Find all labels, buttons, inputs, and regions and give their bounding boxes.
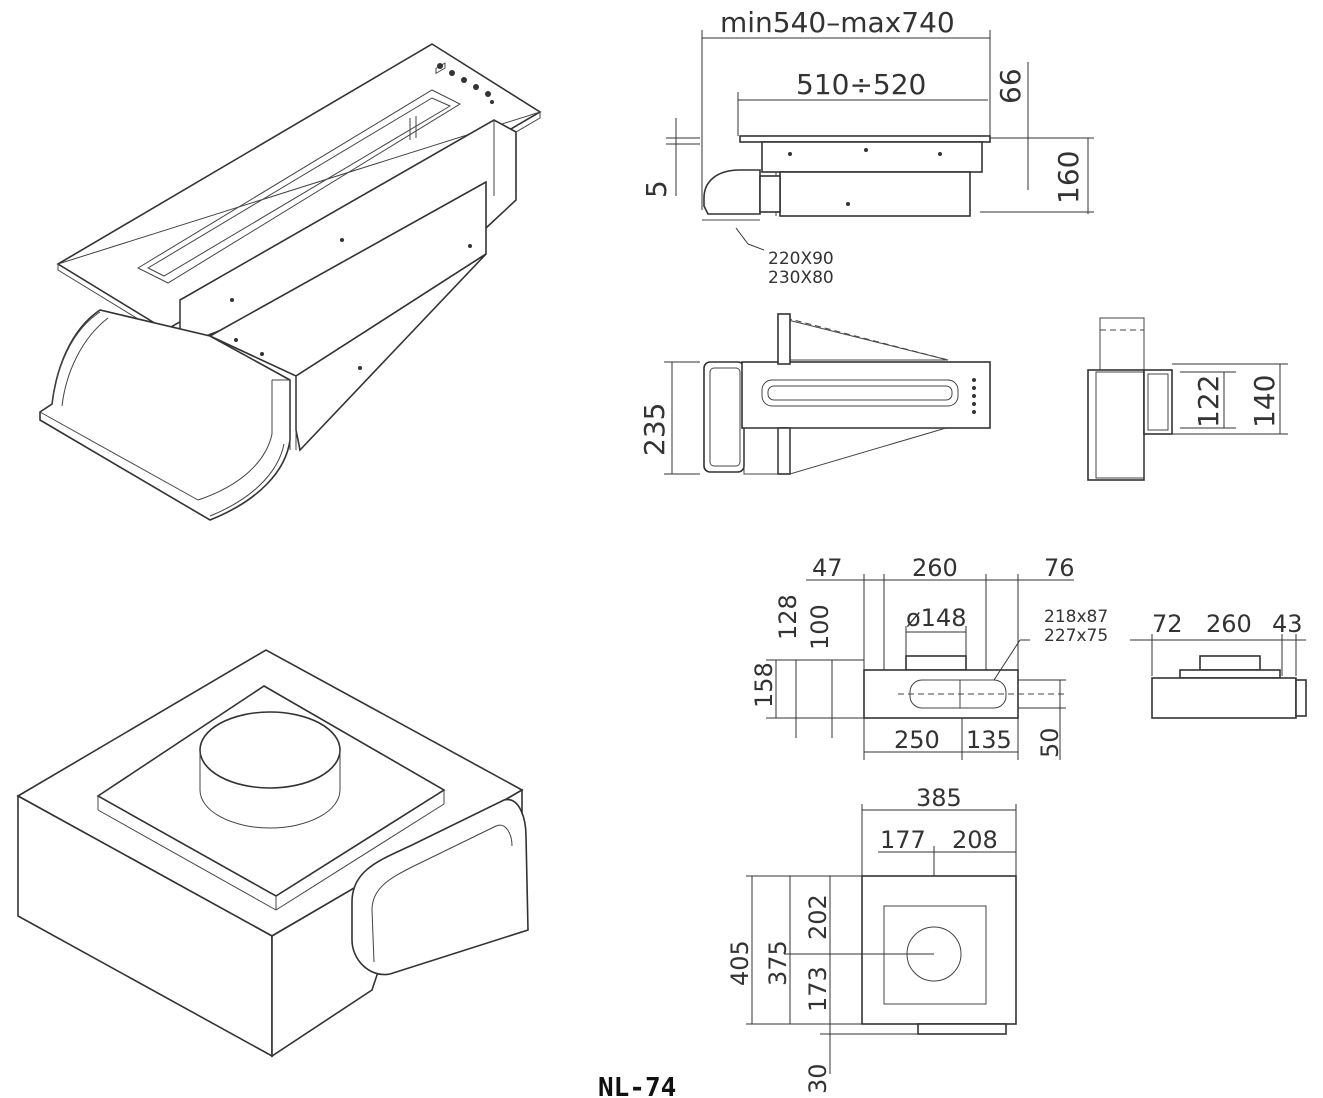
dim-405: 405 [726, 940, 754, 986]
dim-height-122: 122 [1192, 375, 1225, 428]
dim-76: 76 [1044, 554, 1075, 582]
page-label: NL-74 [598, 1073, 676, 1098]
dim-overall-width: min540–max740 [720, 6, 955, 39]
motor-plan-view: 385 177 208 405 375 202 173 30 [726, 784, 1017, 1094]
dim-135: 135 [966, 726, 1012, 754]
dim-diameter-148: ø148 [906, 604, 967, 632]
dim-thickness-5: 5 [640, 180, 673, 198]
hood-side-elevation: min540–max740 510÷520 66 160 5 220X90 23… [640, 6, 1094, 288]
dim-100: 100 [806, 604, 834, 650]
dim-250: 250 [894, 726, 940, 754]
dim-outlet-2: 227x75 [1044, 626, 1108, 646]
hood-plan-view: 235 [638, 313, 991, 475]
dim-128: 128 [774, 594, 802, 640]
motor-side-view: 72 260 43 [1130, 610, 1307, 719]
dim-375: 375 [764, 940, 792, 986]
dim-260-side: 260 [1206, 610, 1252, 638]
dim-50: 50 [1036, 727, 1064, 758]
hood-end-view: 122 140 [1087, 317, 1288, 481]
dim-208: 208 [952, 826, 998, 854]
motor-front-view: 47 260 76 128 100 ø148 218x87 227x75 158… [750, 554, 1108, 760]
dim-202: 202 [804, 894, 832, 940]
dim-duct-size-2: 230X80 [768, 268, 834, 288]
dim-outlet-1: 218x87 [1044, 607, 1108, 627]
dim-depth-235: 235 [638, 403, 671, 456]
dim-43: 43 [1272, 610, 1303, 638]
dim-duct-size-1: 220X90 [768, 249, 834, 269]
hood-isometric-view [39, 43, 542, 521]
motor-isometric-view [16, 649, 529, 1058]
control-buttons [435, 62, 494, 104]
dim-177: 177 [880, 826, 926, 854]
dim-385: 385 [916, 784, 962, 812]
dim-cutout-width: 510÷520 [796, 68, 926, 101]
dim-30: 30 [804, 1063, 832, 1094]
dim-72: 72 [1152, 610, 1183, 638]
dim-height-140: 140 [1248, 375, 1281, 428]
dim-260: 260 [912, 554, 958, 582]
dim-173: 173 [804, 966, 832, 1012]
dim-height-66: 66 [994, 68, 1027, 104]
dim-47: 47 [812, 554, 843, 582]
dim-158: 158 [750, 662, 778, 708]
dim-height-160: 160 [1052, 151, 1085, 204]
